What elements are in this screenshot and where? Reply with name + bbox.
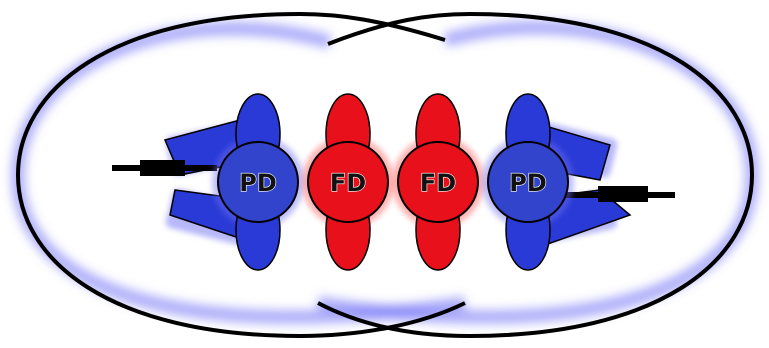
- node-label: FD: [330, 169, 366, 197]
- node-circle: [397, 141, 479, 223]
- node-label: FD: [420, 169, 456, 197]
- left-loop: [15, 11, 466, 339]
- node-circle: [307, 141, 389, 223]
- right-loop: [317, 11, 755, 339]
- node-circle: [487, 141, 569, 223]
- node-label: PD: [509, 169, 547, 197]
- node-label: PD: [239, 169, 277, 197]
- fd-node-2: FD: [302, 93, 394, 271]
- nodes-layer: PD FD FD PD: [212, 93, 574, 271]
- fd-node-3: FD: [392, 93, 484, 271]
- node-circle: [217, 141, 299, 223]
- pd-node-1: PD: [212, 93, 304, 271]
- pd-node-4: PD: [482, 93, 574, 271]
